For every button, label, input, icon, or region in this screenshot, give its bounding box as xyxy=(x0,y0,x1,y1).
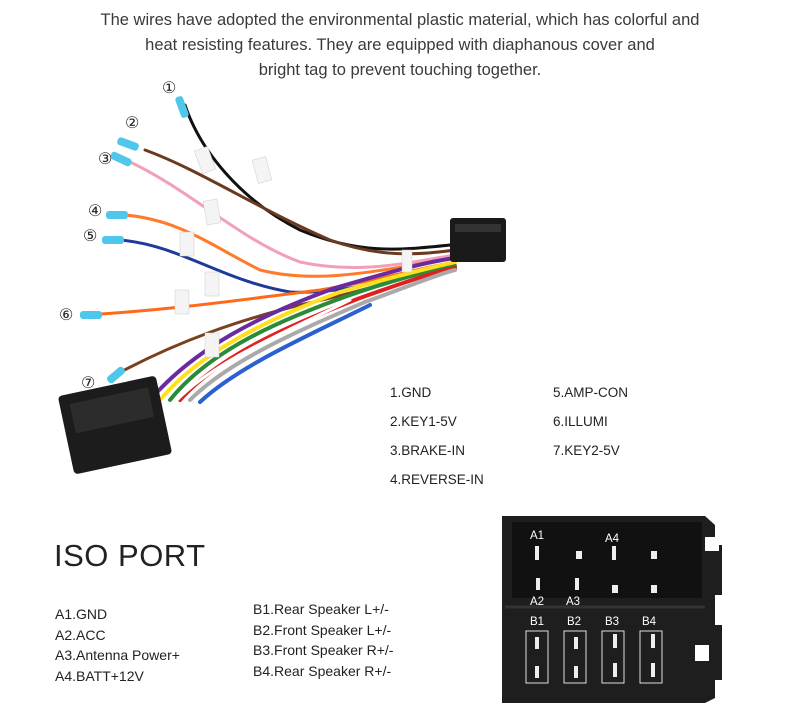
pin-label-b2: B2 xyxy=(567,616,581,628)
small-connector xyxy=(450,218,506,262)
iso-pin: B2.Front Speaker L+/- xyxy=(253,621,392,638)
pin-label-b3: B3 xyxy=(605,616,619,628)
pin-label-b4: B4 xyxy=(642,616,657,628)
pin-function: 1.GND xyxy=(390,385,432,400)
iso-b-pin-list: B1.Rear Speaker L+/- B2.Front Speaker L+… xyxy=(253,599,393,681)
pin-label-a1: A1 xyxy=(530,530,544,542)
wire-tips xyxy=(80,96,189,384)
iso-a-pin-list: A1.GND A2.ACC A3.Antenna Power+ A4.BATT+… xyxy=(55,604,180,686)
wire-marker-5: ⑤ xyxy=(83,228,98,245)
pin-function: 5.AMP-CON xyxy=(553,385,629,400)
wires xyxy=(83,103,457,404)
intro-line: The wires have adopted the environmental… xyxy=(100,11,700,29)
iso-pin: B1.Rear Speaker L+/- xyxy=(253,601,389,617)
wire-marker-2: ② xyxy=(125,115,140,132)
pin-function: 7.KEY2-5V xyxy=(553,443,620,458)
pin-label-b1: B1 xyxy=(530,616,544,628)
iso-pin: B3.Front Speaker R+/- xyxy=(253,642,394,658)
wire-marker-1: ① xyxy=(162,80,177,97)
pin-label-a4: A4 xyxy=(605,533,620,545)
pin-function: 4.REVERSE-IN xyxy=(390,472,484,487)
pin-function: 6.ILLUMI xyxy=(553,414,608,429)
iso-pin: B4.Rear Speaker R+/- xyxy=(253,662,392,679)
iso-port-title: ISO PORT xyxy=(54,538,206,573)
wire-marker-6: ⑥ xyxy=(59,307,74,324)
iso-pin: A2.ACC xyxy=(55,626,106,643)
wire-marker-7: ⑦ xyxy=(81,375,96,392)
wire-marker-3: ③ xyxy=(98,151,113,168)
iso-pin: A3.Antenna Power+ xyxy=(55,647,180,663)
iso-pin: A1.GND xyxy=(55,606,108,622)
pin-function: 3.BRAKE-IN xyxy=(390,443,466,458)
pin-label-a2: A2 xyxy=(530,596,544,608)
intro-line: heat resisting features. They are equipp… xyxy=(145,36,655,54)
iso-plug-photo xyxy=(58,376,172,474)
pin-label-a3: A3 xyxy=(566,596,580,608)
iso-pin: A4.BATT+12V xyxy=(55,667,144,684)
pin-function: 2.KEY1-5V xyxy=(390,414,457,429)
wire-marker-4: ④ xyxy=(88,203,103,220)
intro-text: The wires have adopted the environmental… xyxy=(0,8,800,83)
iso-connector-diagram: A1 A4 A2 A3 B1 B2 B3 B4 xyxy=(502,516,722,703)
intro-line: bright tag to prevent touching together. xyxy=(258,61,542,79)
wire-tags xyxy=(174,146,413,358)
